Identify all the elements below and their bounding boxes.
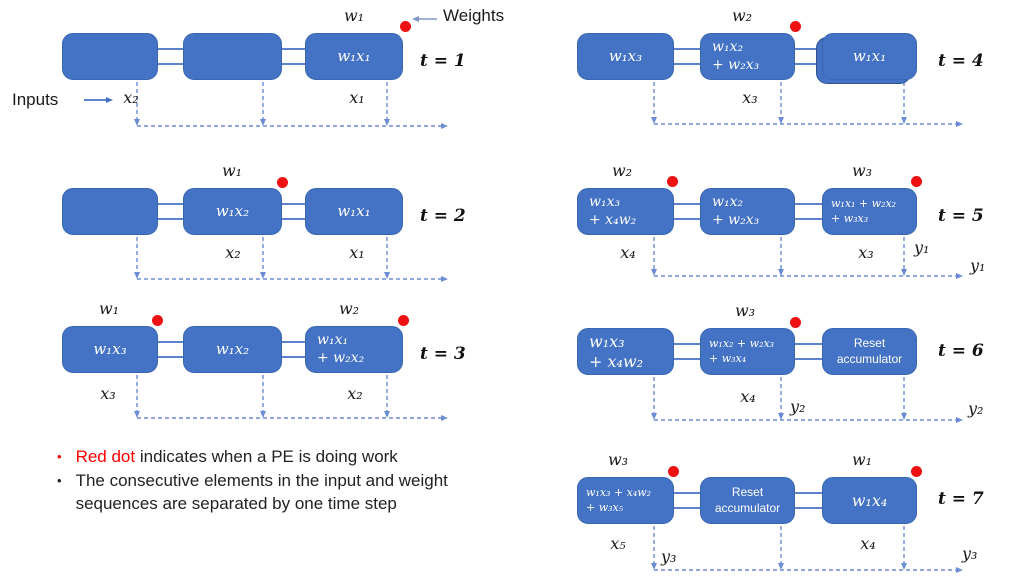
red-dot bbox=[790, 21, 801, 32]
timestep-label: t = 4 bbox=[938, 51, 984, 71]
pe-box: w₁x₁ bbox=[305, 188, 403, 235]
weight-label: w₂ bbox=[338, 299, 360, 318]
pe-box: w₁x₃ + x₄w₂ bbox=[577, 328, 674, 375]
weight-label: w₁ bbox=[343, 6, 365, 25]
note-text: Red dot indicates when a PE is doing wor… bbox=[76, 446, 398, 468]
inputs-legend-label: Inputs bbox=[12, 90, 59, 109]
pe-box: w₁x₃ + x₄w₂ + w₃x₅ bbox=[577, 477, 674, 524]
timestep-label: t = 3 bbox=[420, 344, 466, 364]
output-label: y₃ bbox=[962, 544, 978, 563]
pe-box: w₁x₂ + w₂x₃ bbox=[700, 188, 795, 235]
red-dot bbox=[790, 317, 801, 328]
pe-box bbox=[183, 33, 282, 80]
weight-label: w₁ bbox=[851, 450, 873, 469]
input-label: x₂ bbox=[347, 384, 363, 403]
input-label: x₃ bbox=[742, 88, 758, 107]
red-dot bbox=[668, 466, 679, 477]
red-dot bbox=[667, 176, 678, 187]
pe-box: w₁x₁ + w₂x₂ + w₃x₃ bbox=[822, 188, 917, 235]
input-label: x₄ bbox=[740, 387, 756, 406]
list-item: • The consecutive elements in the input … bbox=[57, 470, 497, 515]
pe-box: w₁x₁ bbox=[822, 33, 917, 80]
pe-box: Reset accumulator bbox=[700, 477, 795, 524]
input-label: x₃ bbox=[100, 384, 116, 403]
pe-box bbox=[62, 33, 158, 80]
timestep-label: t = 6 bbox=[938, 341, 984, 361]
pe-box: w₁x₁ + w₂x₂ bbox=[305, 326, 403, 373]
pe-box bbox=[62, 188, 158, 235]
output-label: y₂ bbox=[968, 399, 984, 418]
input-label: x₂ bbox=[225, 243, 241, 262]
pe-box: w₁x₂ bbox=[183, 326, 282, 373]
input-label: x₁ bbox=[349, 243, 365, 262]
weight-label: w₃ bbox=[734, 301, 756, 320]
pe-box: w₁x₂ + w₂x₃ + w₃x₄ bbox=[700, 328, 795, 375]
weight-label: w₃ bbox=[607, 450, 629, 469]
output-label: y₁ bbox=[970, 256, 986, 275]
pe-box: w₁x₁ bbox=[305, 33, 403, 80]
weight-label: w₁ bbox=[98, 299, 120, 318]
input-label: x₄ bbox=[860, 534, 876, 553]
note-text: The consecutive elements in the input an… bbox=[75, 471, 448, 513]
output-label: y₁ bbox=[914, 238, 930, 257]
input-label: x₁ bbox=[349, 88, 365, 107]
note-highlight: Red dot bbox=[75, 447, 136, 466]
pe-box: w₁x₃ bbox=[577, 33, 674, 80]
input-label: x₃ bbox=[858, 243, 874, 262]
pe-box: w₁x₃ bbox=[62, 326, 158, 373]
red-dot bbox=[911, 176, 922, 187]
input-label: x₅ bbox=[610, 534, 626, 553]
red-dot bbox=[152, 315, 163, 326]
note-rest: indicates when a PE is doing work bbox=[135, 447, 398, 466]
red-dot bbox=[400, 21, 411, 32]
timestep-label: t = 5 bbox=[938, 206, 984, 226]
list-item: • Red dot indicates when a PE is doing w… bbox=[57, 446, 497, 468]
input-label: x₂ bbox=[123, 88, 139, 107]
notes-list: • Red dot indicates when a PE is doing w… bbox=[57, 446, 497, 517]
pe-box: w₁x₃ + x₄w₂ bbox=[577, 188, 674, 235]
weight-label: w₁ bbox=[221, 161, 243, 180]
red-dot bbox=[277, 177, 288, 188]
weight-label: w₂ bbox=[611, 161, 633, 180]
timestep-label: t = 1 bbox=[420, 51, 466, 71]
pe-box: w₁x₂ + w₂x₃ bbox=[700, 33, 795, 80]
red-dot bbox=[911, 466, 922, 477]
pe-box: w₁x₄ bbox=[822, 477, 917, 524]
bullet-marker: • bbox=[57, 449, 62, 464]
weights-legend-label: Weights bbox=[443, 6, 505, 25]
output-label: y₃ bbox=[661, 547, 677, 566]
weight-label: w₃ bbox=[851, 161, 873, 180]
pe-box: Reset accumulator bbox=[822, 328, 917, 375]
timestep-label: t = 2 bbox=[420, 206, 466, 226]
output-label: y₂ bbox=[790, 397, 806, 416]
input-label: x₄ bbox=[620, 243, 636, 262]
timestep-label: t = 7 bbox=[938, 489, 984, 509]
pe-box: w₁x₂ bbox=[183, 188, 282, 235]
red-dot bbox=[398, 315, 409, 326]
weight-label: w₂ bbox=[731, 6, 753, 25]
bullet-marker: • bbox=[57, 473, 62, 489]
